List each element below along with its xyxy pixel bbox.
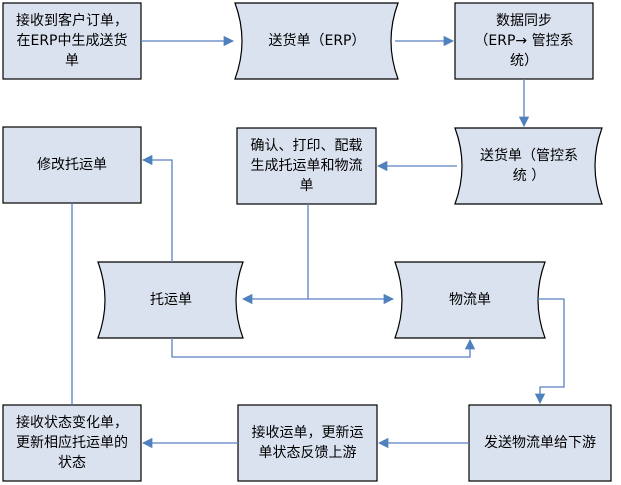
- label-data-sync: 数据同步 （ERP→ 管控系 统）: [474, 13, 574, 69]
- label-confirm-print: 确认、打印、配载 生成托运单和物流 单: [250, 138, 363, 194]
- label-receive-waybill: 接收运单，更新运 单状态反馈上游: [251, 425, 364, 461]
- node-receive-status: [2, 404, 142, 482]
- label-consign-note: 托运单: [150, 292, 192, 308]
- node-confirm-print: [236, 127, 377, 205]
- node-delivery-erp: [234, 2, 399, 80]
- node-consign-note: [97, 261, 244, 339]
- node-send-downstream: [468, 404, 612, 482]
- label-send-downstream: 发送物流单给下游: [484, 435, 596, 451]
- label-logistics-note: 物流单: [449, 292, 491, 308]
- edge-consign-to-modify: [141, 154, 173, 262]
- label-receive-order: 接收到客户订单， 在ERP中生成送货 单: [16, 13, 128, 69]
- node-receive-waybill: [237, 404, 378, 482]
- label-delivery-erp: 送货单（ERP）: [268, 33, 366, 49]
- node-delivery-mc: [454, 127, 603, 205]
- label-receive-status: 接收状态变化单， 更新相应托运单的 状态: [16, 415, 128, 471]
- node-receive-order: [2, 2, 142, 80]
- node-logistics-note: [394, 261, 546, 339]
- node-modify-consign: [2, 126, 142, 204]
- label-modify-consign: 修改托运单: [37, 157, 107, 173]
- edge-consign-to-logistics: [171, 338, 476, 358]
- edge-logistics-to-send: [534, 298, 565, 405]
- label-delivery-mc: 送货单（管控系 统 ）: [480, 148, 578, 184]
